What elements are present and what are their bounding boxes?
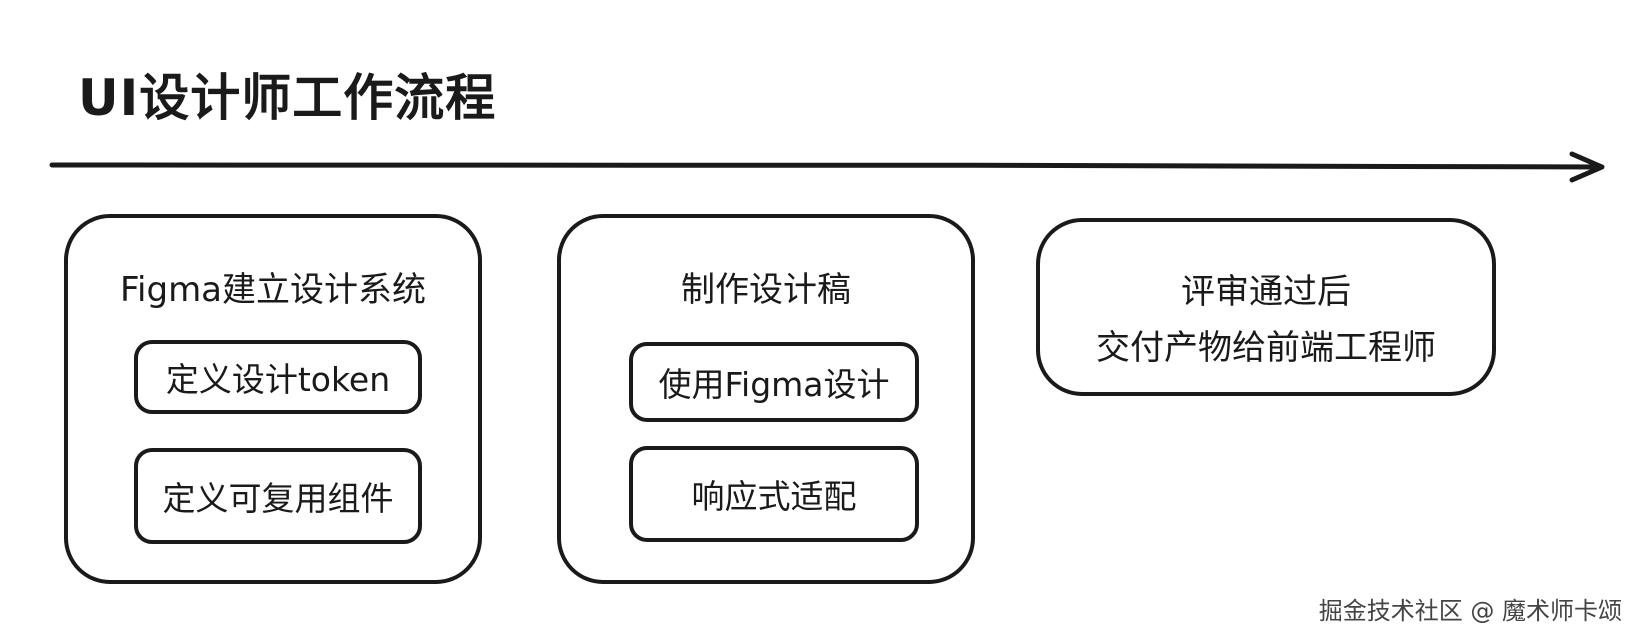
task-define-components: 定义可复用组件: [134, 448, 422, 544]
watermark: 掘金技术社区 @ 魔术师卡颂: [1318, 597, 1622, 625]
step-text-handoff: 评审通过后 交付产物给前端工程师: [1040, 264, 1492, 376]
handoff-line-1: 评审通过后: [1181, 272, 1351, 312]
step-box-handoff: 评审通过后 交付产物给前端工程师: [1036, 218, 1496, 396]
step-box-design-system: Figma建立设计系统 定义设计token 定义可复用组件: [64, 214, 482, 584]
step-title-design-system: Figma建立设计系统: [119, 270, 427, 310]
task-responsive: 响应式适配: [629, 446, 919, 542]
task-define-token: 定义设计token: [134, 340, 422, 414]
handoff-line-2: 交付产物给前端工程师: [1096, 328, 1436, 368]
task-figma-design: 使用Figma设计: [629, 342, 919, 422]
step-box-design-draft: 制作设计稿 使用Figma设计 响应式适配: [557, 214, 975, 584]
timeline-line: [49, 161, 1603, 170]
timeline-arrowhead: [1569, 151, 1605, 183]
step-title-design-draft: 制作设计稿: [681, 270, 851, 310]
diagram-title: UI设计师工作流程: [78, 69, 497, 127]
